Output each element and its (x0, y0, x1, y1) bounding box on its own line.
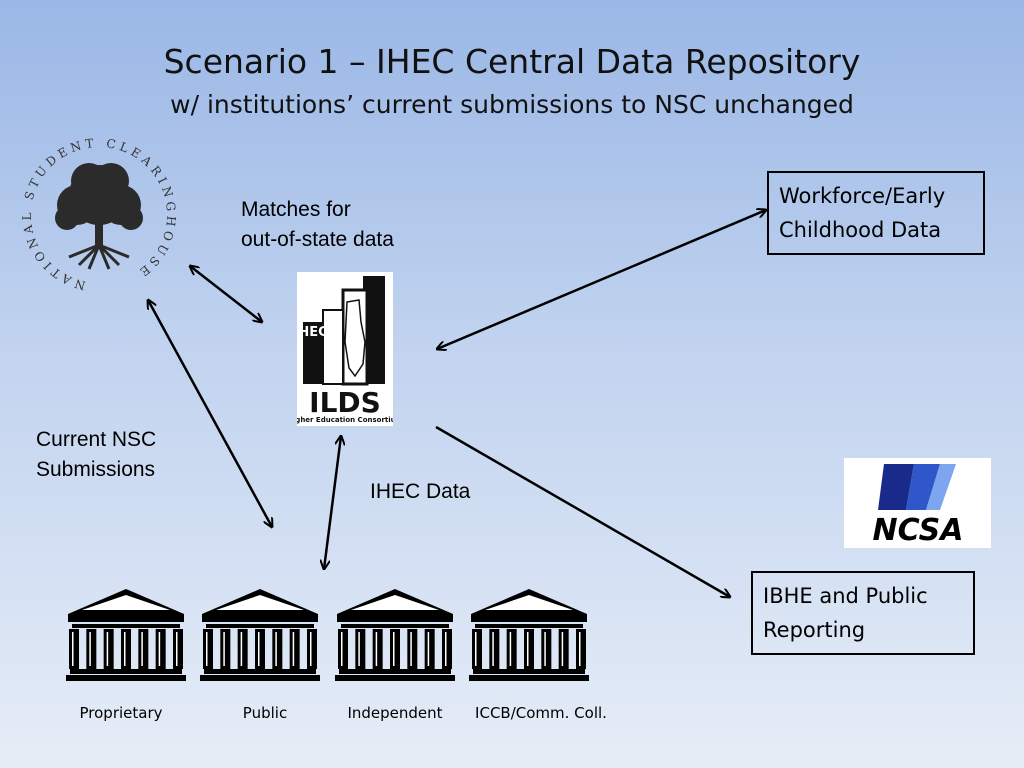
workforce-line2: Childhood Data (779, 218, 942, 242)
ibhe-line1: IBHE and Public (763, 584, 928, 608)
ibhe-box: IBHE and Public Reporting (751, 571, 975, 655)
building-icon (335, 589, 455, 681)
matches-label-line1: Matches for (241, 198, 351, 221)
tree-icon (55, 163, 143, 270)
ilds-caption: Higher Education Consortium (297, 416, 393, 424)
institution-label-independent: Independent (347, 704, 443, 722)
building-icon (200, 589, 320, 681)
nsc-label-line2: Submissions (36, 458, 156, 481)
workforce-line1: Workforce/Early (779, 184, 946, 208)
ncsa-text: NCSA (873, 513, 964, 548)
ncsa-logo: NCSA (844, 458, 991, 548)
institution-label-iccb: ICCB/Comm. Coll. (475, 704, 607, 722)
building-icon (469, 589, 589, 681)
arrow-ilds-to-ibhe (435, 425, 730, 597)
slide-subtitle: w/ institutions’ current submissions to … (170, 90, 854, 119)
matches-label: Matches for out-of-state data (241, 195, 394, 255)
arrow-ilds-to-workforce (437, 210, 766, 349)
matches-label-line2: out-of-state data (241, 228, 394, 251)
institution-label-public: Public (242, 704, 288, 722)
slide-title: Scenario 1 – IHEC Central Data Repositor… (163, 42, 861, 81)
arrow-ilds-to-institutions (324, 436, 341, 569)
arrow-nsc-to-institutions (148, 300, 272, 527)
nsc-submissions-label: Current NSC Submissions (36, 425, 156, 485)
ilds-text: ILDS (309, 386, 381, 419)
workforce-box: Workforce/Early Childhood Data (767, 171, 985, 255)
building-icon (66, 589, 186, 681)
institution-label-proprietary: Proprietary (79, 704, 163, 722)
ncsa-stripes-icon (878, 464, 956, 510)
nsc-label-line1: Current NSC (36, 428, 157, 451)
ihec-data-label: IHEC Data (370, 480, 471, 503)
ibhe-line2: Reporting (763, 618, 866, 642)
hec-text: HEC (298, 325, 327, 340)
nsc-seal-logo: NATIONAL STUDENT CLEARINGHOUSE (20, 136, 174, 293)
hec-ilds-logo: HEC ILDS Higher Education Consortium (297, 272, 393, 426)
